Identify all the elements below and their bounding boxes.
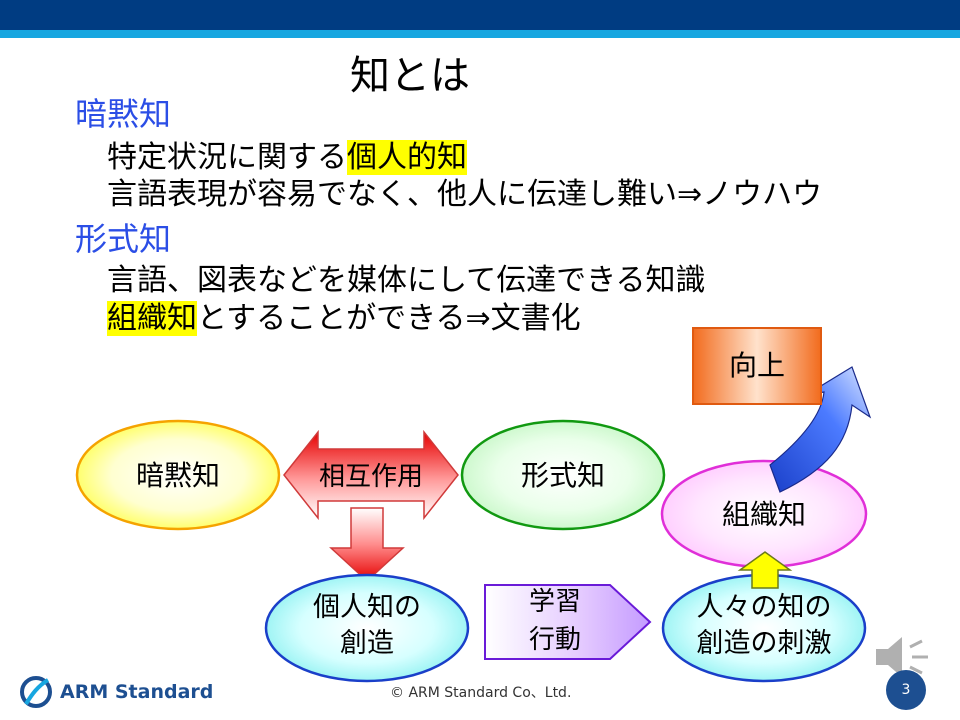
organizational-label: 組織知: [722, 498, 806, 531]
interaction-label: 相互作用: [319, 462, 423, 492]
personal-knowledge-line-1: 個人知の: [313, 592, 421, 623]
improve-box: [692, 327, 822, 405]
improve-label: 向上: [729, 349, 785, 382]
stimulus-line-2: 創造の刺激: [697, 628, 832, 659]
speaker-icon[interactable]: [872, 632, 936, 682]
top-banner-accent: [0, 30, 960, 38]
personal-knowledge-highlight: 個人的知: [347, 140, 467, 175]
tacit-heading: 暗黙知: [75, 95, 172, 133]
top-banner: [0, 0, 960, 30]
down-arrow: [329, 507, 405, 583]
stimulus-line-1: 人々の知の: [697, 592, 832, 623]
explicit-heading: 形式知: [75, 220, 172, 258]
learning-line-1: 学習: [529, 587, 581, 617]
up-arrow: [737, 551, 793, 589]
tacit-line-1: 特定状況に関する個人的知: [107, 139, 467, 177]
explicit-ellipse: [460, 419, 666, 531]
organizational-knowledge-highlight: 組織知: [107, 301, 197, 336]
explicit-line-2: 組織知とすることができる⇒文書化: [107, 300, 581, 338]
tacit-line-2: 言語表現が容易でなく、他人に伝達し難い⇒ノウハウ: [107, 177, 823, 212]
logo-mark-icon: [20, 676, 52, 708]
tacit-label: 暗黙知: [136, 459, 220, 492]
interaction-arrow: [283, 429, 459, 521]
logo-text: ARM Standard: [60, 681, 214, 703]
explicit-line-1: 言語、図表などを媒体にして伝達できる知識: [107, 263, 706, 298]
slide-title: 知とは: [350, 53, 470, 99]
learning-line-2: 行動: [529, 625, 581, 655]
explicit-label: 形式知: [521, 459, 605, 492]
personal-knowledge-ellipse: [264, 573, 470, 683]
company-logo: ARM Standard: [18, 674, 213, 710]
tacit-ellipse: [75, 419, 281, 531]
page-number: 3: [886, 670, 926, 710]
tacit-line-1-text: 特定状況に関する: [107, 140, 347, 175]
copyright: © ARM Standard Co、Ltd.: [390, 685, 572, 701]
personal-knowledge-line-2: 創造: [340, 628, 394, 659]
explicit-line-2-text: とすることができる⇒文書化: [197, 301, 581, 336]
learning-arrow: [484, 584, 652, 660]
curved-improve-arrow: [769, 366, 872, 493]
